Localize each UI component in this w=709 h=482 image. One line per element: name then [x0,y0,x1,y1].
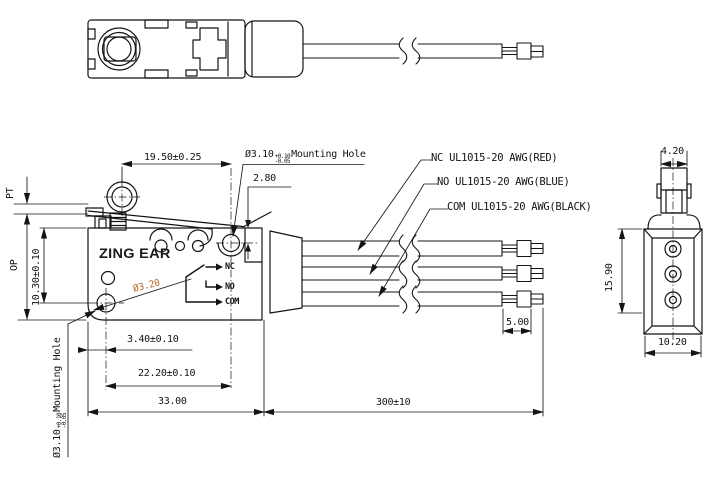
brand-logo: ZING EAR [99,246,171,262]
terminal-label-com: COM [225,297,239,307]
dim-lever-span: 19.50±0.25 [144,152,202,163]
dim-top-hole-offset: 2.80 [253,173,276,184]
top-view-roller [97,27,141,71]
dim-height: 10.30±0.10 [31,248,42,306]
dim-operating-position: OP [9,259,20,271]
terminal-label-no: NO [225,282,235,292]
hole-diameter-value: Ø3.10 [245,149,274,160]
dim-edge-to-hole: 3.40±0.10 [127,334,179,345]
centerlines [90,158,674,390]
cable-break-symbol [398,37,408,65]
dim-cable-length: 300±10 [376,397,411,408]
roller-lever [87,181,272,247]
dim-hole-spacing: 22.20±0.10 [138,368,196,379]
front-view [85,181,544,321]
dim-pretravel: PT [5,187,16,199]
terminal-label-nc: NC [225,262,235,272]
wire-label-com: COM UL1015-20 AWG(BLACK) [447,201,592,213]
dim-plunger-width: 4.20 [661,146,684,157]
hole-label-text: Mounting Hole [291,149,366,160]
dim-strip-length: 5.00 [506,317,529,328]
wire-label-nc: NC UL1015-20 AWG(RED) [431,152,558,164]
dim-side-height: 15.90 [604,263,615,292]
hole-diameter-value: Ø3.10 [52,429,63,458]
cable-break-symbol [411,37,421,65]
hole-label-text: Mounting Hole [52,337,63,412]
tolerance-stack: +0.10-0.05 [274,153,291,166]
dimension-lines [13,150,702,458]
wire-leads [301,234,544,314]
tolerance-stack: +0.10-0.05 [56,412,69,429]
cable-boot [269,230,303,314]
wire-label-no: NO UL1015-20 AWG(BLUE) [437,176,570,188]
dim-body-length: 33.00 [158,396,187,407]
top-view-cable [302,37,544,65]
circuit-symbol [185,263,223,306]
dim-side-width: 10.20 [658,337,687,348]
top-view [87,19,544,79]
